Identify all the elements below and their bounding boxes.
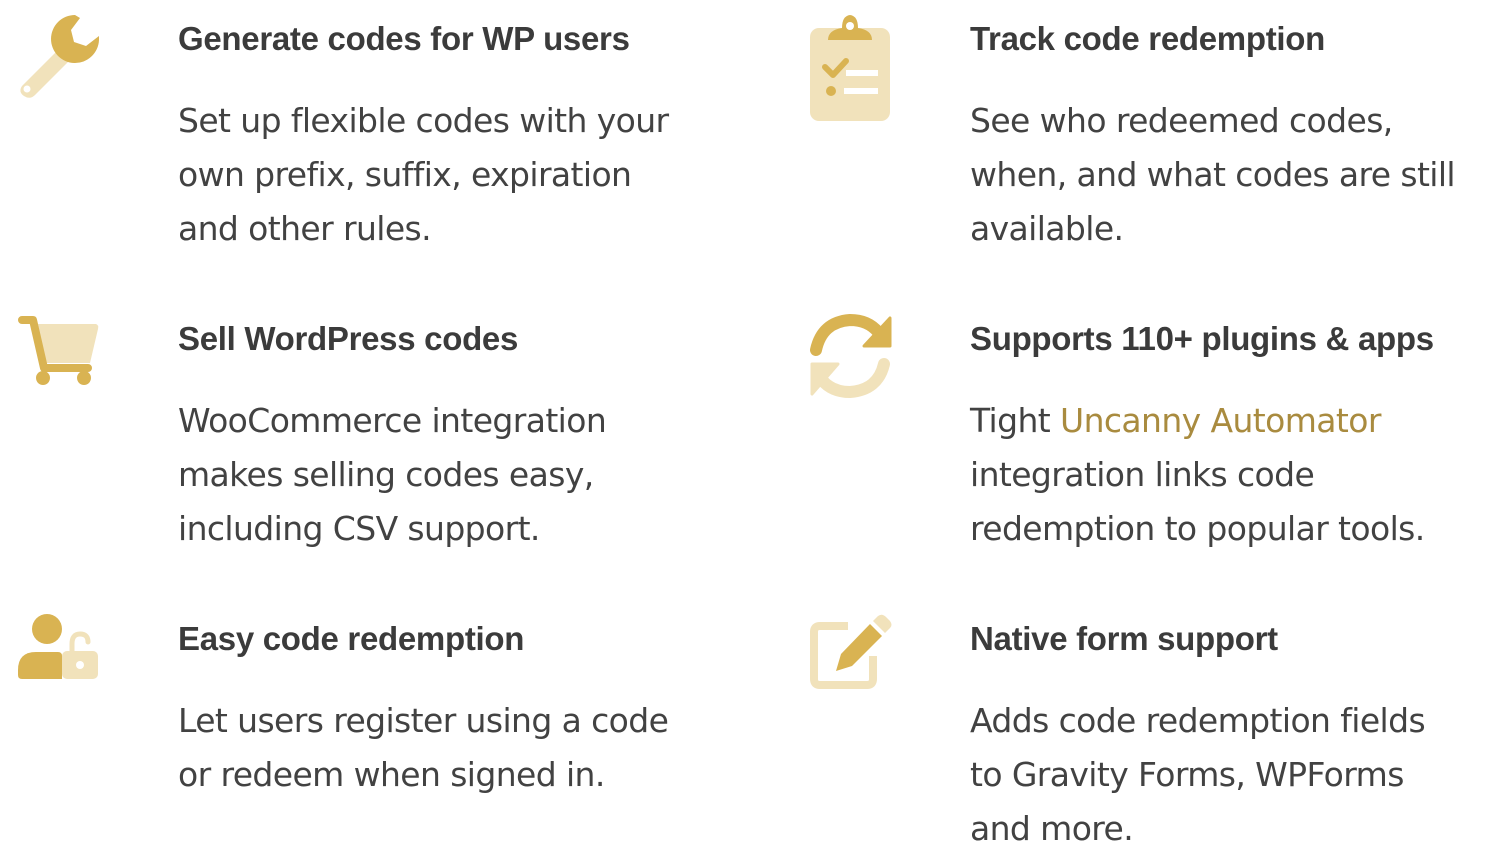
desc-line: See who redeemed codes, <box>970 101 1393 140</box>
sync-arrows-icon <box>792 300 892 410</box>
desc-line: available. <box>970 209 1124 248</box>
feature-title: Native form support <box>970 620 1278 657</box>
feature-description: Let users register using a code or redee… <box>178 694 669 802</box>
shopping-cart-icon <box>0 300 99 410</box>
wrench-icon <box>0 0 99 110</box>
desc-line: when, and what codes are still <box>970 155 1456 194</box>
feature-title: Generate codes for WP users <box>178 20 630 57</box>
edit-form-icon <box>792 600 892 710</box>
feature-title: Easy code redemption <box>178 620 525 657</box>
feature-description: Tight Uncanny Automator integration link… <box>970 394 1425 556</box>
desc-line: makes selling codes easy, <box>178 455 594 494</box>
desc-line: WooCommerce integration <box>178 401 607 440</box>
feature-description: Set up flexible codes with your own pref… <box>178 94 669 256</box>
user-unlock-icon <box>0 600 98 710</box>
desc-line: own prefix, suffix, expiration <box>178 155 632 194</box>
feature-title: Track code redemption <box>970 20 1325 57</box>
uncanny-automator-link[interactable]: Uncanny Automator <box>1060 401 1381 440</box>
feature-title: Supports 110+ plugins & apps <box>970 320 1434 357</box>
clipboard-checklist-icon <box>792 0 890 121</box>
feature-description: Adds code redemption fields to Gravity F… <box>970 694 1426 856</box>
desc-line: Tight Uncanny Automator <box>970 394 1425 448</box>
desc-line: Adds code redemption fields <box>970 701 1426 740</box>
desc-line: including CSV support. <box>178 509 540 548</box>
desc-line: and other rules. <box>178 209 432 248</box>
desc-line: and more. <box>970 809 1134 848</box>
feature-description: WooCommerce integration makes selling co… <box>178 394 607 556</box>
desc-line: redemption to popular tools. <box>970 509 1425 548</box>
desc-line: or redeem when signed in. <box>178 755 605 794</box>
desc-line: to Gravity Forms, WPForms <box>970 755 1404 794</box>
desc-line: Set up flexible codes with your <box>178 101 669 140</box>
desc-prefix: Tight <box>970 401 1061 440</box>
desc-line: Let users register using a code <box>178 701 669 740</box>
desc-line: integration links code <box>970 455 1315 494</box>
feature-title: Sell WordPress codes <box>178 320 519 357</box>
feature-description: See who redeemed codes, when, and what c… <box>970 94 1456 256</box>
